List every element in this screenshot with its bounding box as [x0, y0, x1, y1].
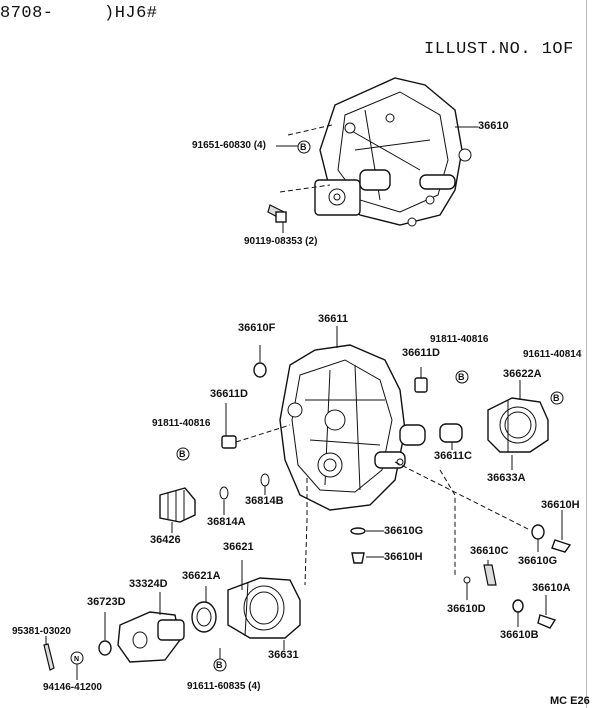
label-36610D: 36610D: [447, 603, 486, 615]
label-36611C: 36611C: [434, 450, 472, 462]
washer-36610G-drawing: [350, 527, 366, 535]
label-36610C: 36610C: [470, 545, 509, 557]
marker-B-5: B: [216, 660, 223, 670]
label-36610H-right: 36610H: [541, 499, 580, 511]
seal-36621A-drawing: [191, 601, 217, 633]
page-edge-line: [586, 0, 587, 708]
ring-36814A-drawing: [219, 486, 229, 500]
marker-B-3: B: [553, 393, 560, 403]
case-36611-drawing: [279, 344, 426, 511]
label-36611D-right: 36611D: [402, 347, 440, 359]
label-95381-03020: 95381-03020: [12, 626, 71, 637]
footer-code: MC E26: [550, 695, 590, 707]
washer-36610B-drawing: [512, 599, 524, 613]
plug-36611C-drawing: [439, 423, 463, 443]
cover-36631-drawing: [227, 577, 301, 639]
label-36610G-right: 36610G: [518, 555, 558, 567]
label-36426: 36426: [150, 534, 181, 546]
marker-N-glyph: N: [74, 656, 79, 663]
marker-B-1: B: [300, 142, 307, 152]
boot-36426-drawing: [159, 487, 196, 523]
illust-number: ILLUST.NO. 1OF: [424, 40, 574, 59]
label-91811-40816-right: 91811-40816: [430, 334, 489, 345]
label-91611-60835: 91611-60835 (4): [187, 681, 261, 692]
header-code-left: 8708-: [0, 4, 54, 23]
washer-36610G-right-drawing: [531, 524, 545, 540]
assembly-36610-drawing: [314, 77, 472, 227]
label-36610A: 36610A: [532, 582, 571, 594]
label-36611D-left: 36611D: [210, 388, 248, 400]
label-91651-60830: 91651-60830 (4): [192, 140, 266, 151]
label-36610: 36610: [478, 120, 509, 132]
bolt-36610H-drawing: [351, 552, 365, 564]
label-90119-08353: 90119-08353 (2): [244, 236, 318, 247]
label-91611-40814: 91611-40814: [523, 349, 582, 360]
header-code-mid: )HJ6#: [104, 4, 158, 23]
spring-36610C-drawing: [483, 564, 497, 586]
dowel-36611D-left-drawing: [221, 435, 237, 449]
ball-36610D-drawing: [463, 576, 471, 584]
dowel-36611D-right-drawing: [414, 377, 428, 393]
label-36610H-mid: 36610H: [384, 551, 423, 563]
label-36621: 36621: [223, 541, 254, 553]
label-36814B: 36814B: [245, 495, 284, 507]
label-36633A: 36633A: [487, 472, 526, 484]
label-36621A: 36621A: [182, 570, 221, 582]
marker-B-2: B: [458, 372, 465, 382]
label-36611: 36611: [318, 313, 348, 325]
plug-36610A-drawing: [537, 614, 557, 629]
washer-36723D-drawing: [98, 640, 112, 656]
sleeve-33324D-drawing: [117, 611, 185, 663]
label-36622A: 36622A: [503, 368, 542, 380]
bolt-36610H-right-drawing: [551, 539, 572, 553]
ring-36814B-drawing: [260, 473, 270, 487]
label-36610F: 36610F: [238, 322, 276, 334]
plug-36610F-drawing: [253, 362, 267, 378]
marker-B-4: B: [179, 449, 186, 459]
label-36631: 36631: [268, 649, 299, 661]
label-36723D: 36723D: [87, 596, 126, 608]
label-36610G-mid: 36610G: [384, 525, 424, 537]
pin-95381-drawing: [43, 643, 55, 671]
label-33324D: 33324D: [129, 578, 168, 590]
bolt-90119-drawing: [267, 204, 287, 223]
label-94146-41200: 94146-41200: [43, 682, 102, 693]
label-36610B: 36610B: [500, 629, 539, 641]
label-91811-40816-left: 91811-40816: [152, 418, 211, 429]
label-36814A: 36814A: [207, 516, 246, 528]
cover-36622A-drawing: [487, 397, 549, 453]
